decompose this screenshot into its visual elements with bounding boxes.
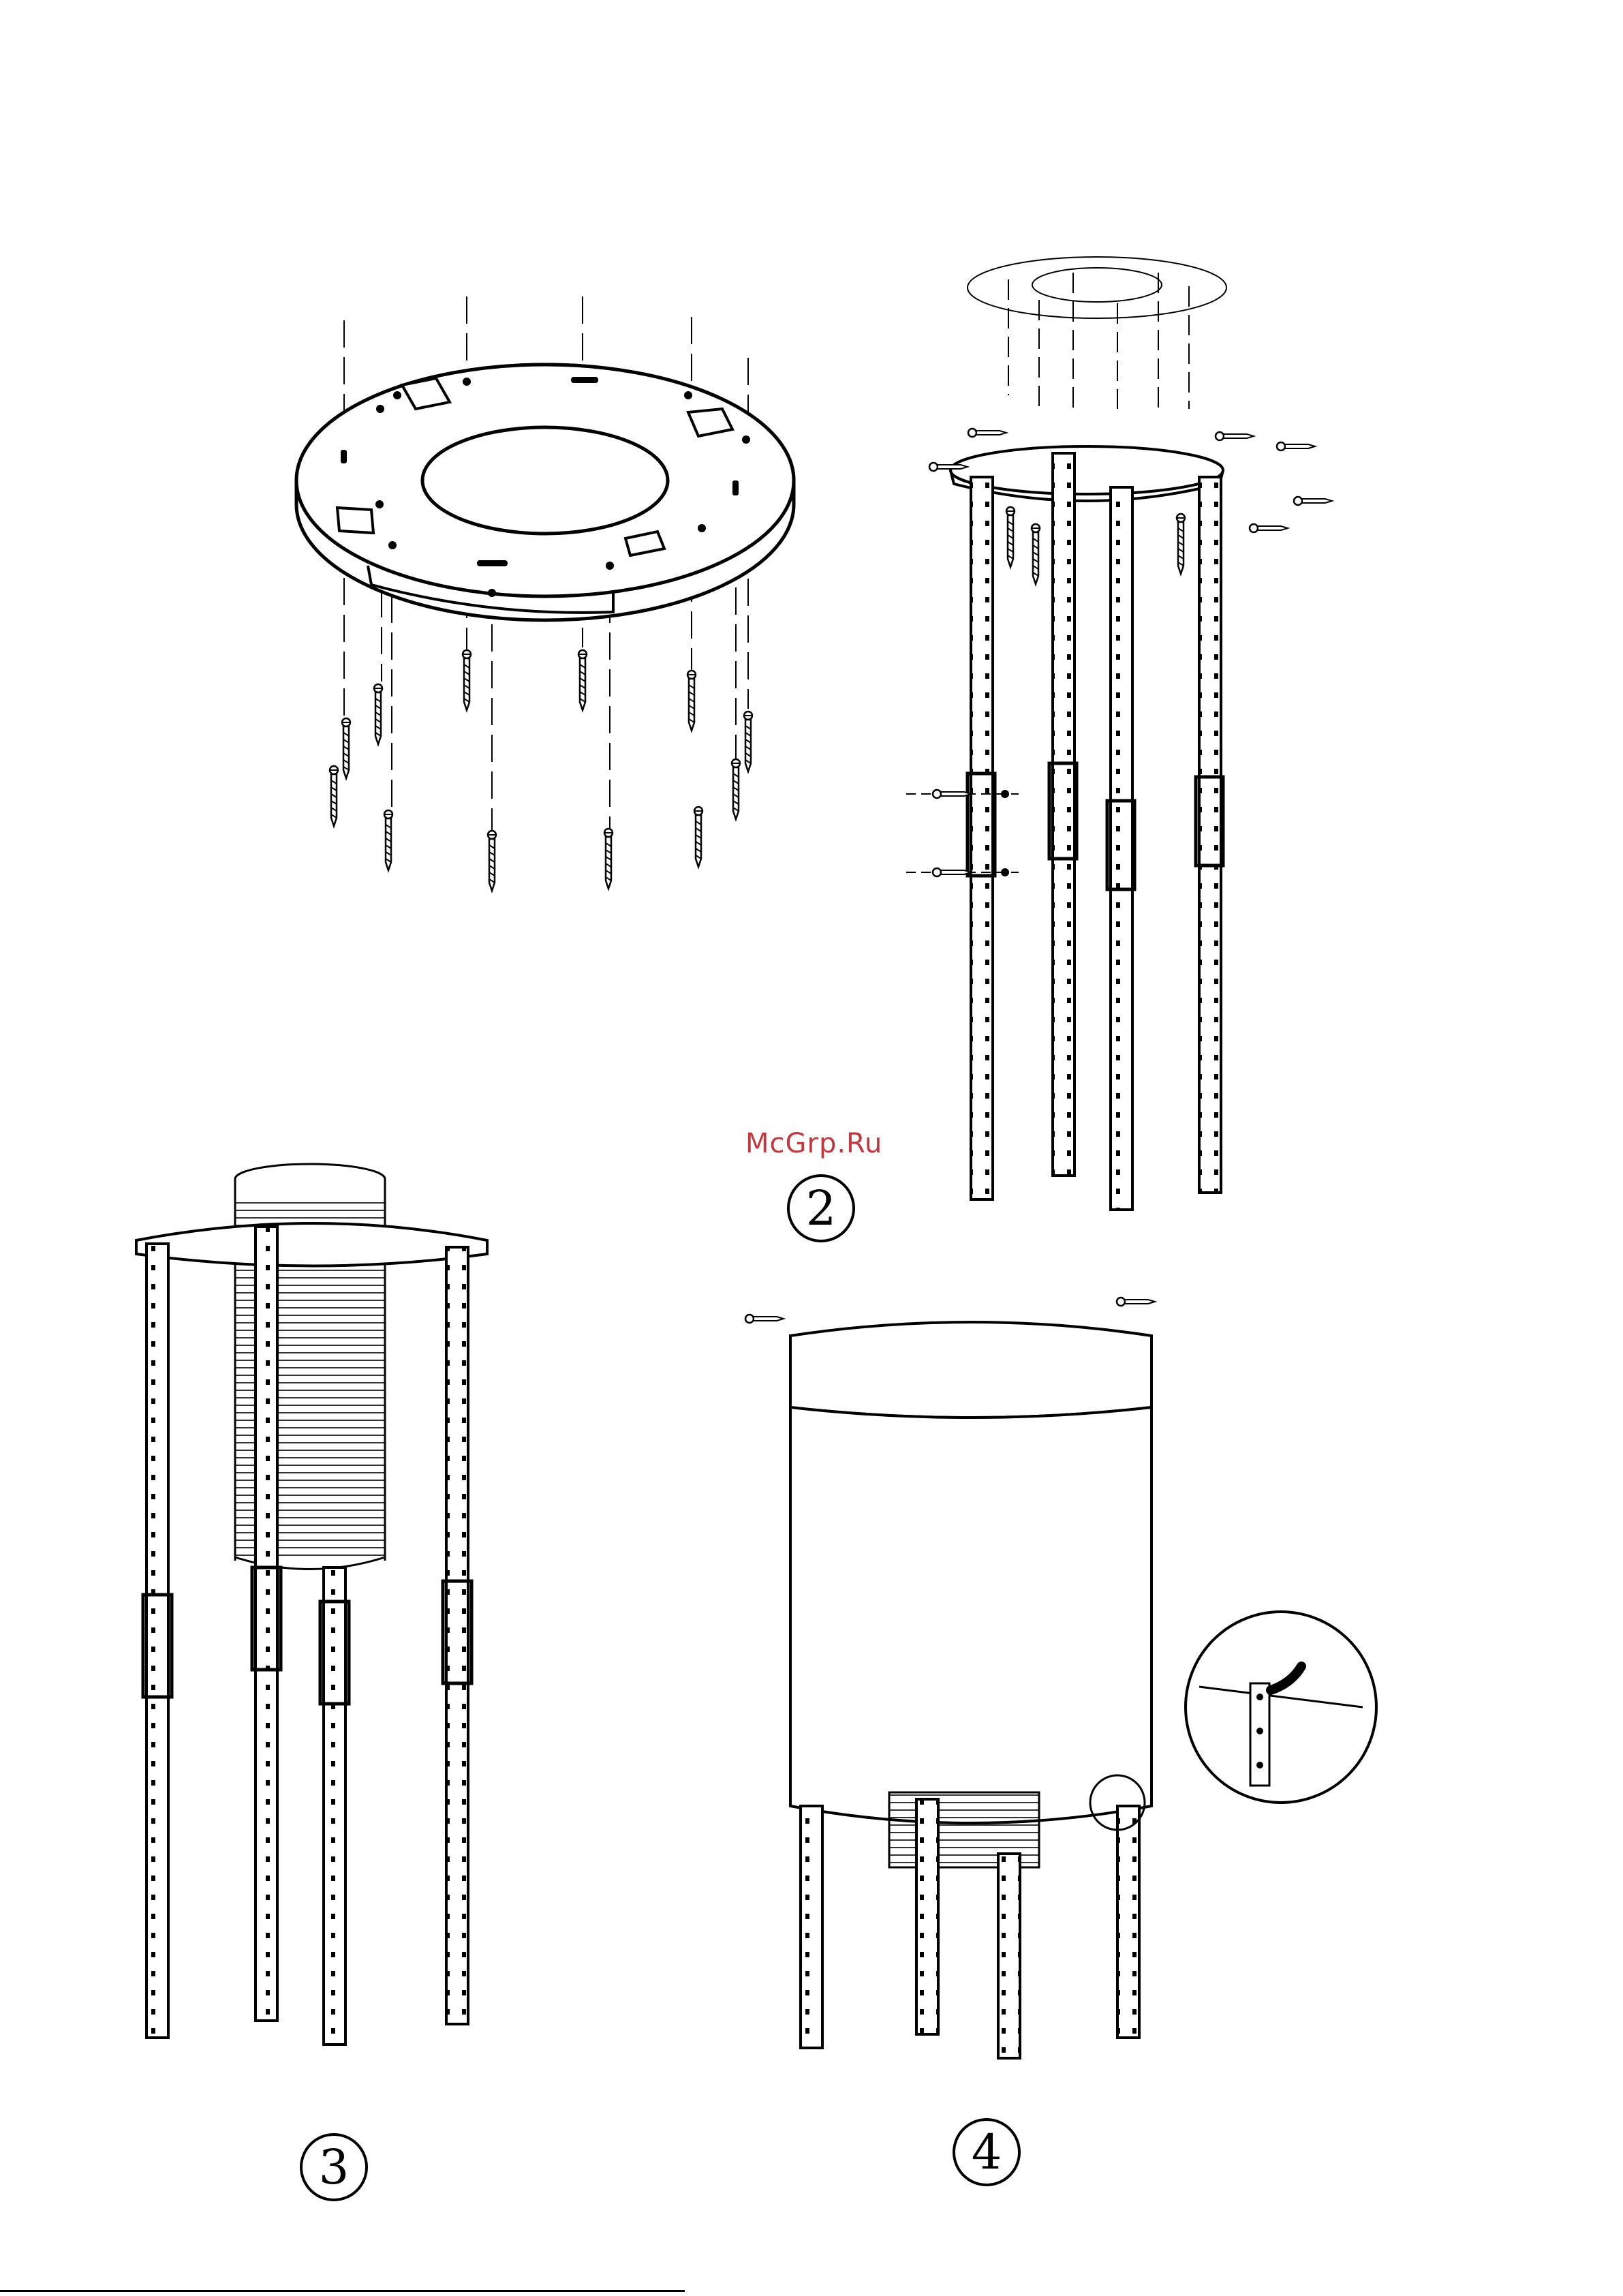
- step-3-label: 3: [300, 2133, 368, 2201]
- bottom-rule: [0, 2290, 685, 2292]
- figure-2: [906, 257, 1332, 1210]
- figure-3: [136, 1164, 487, 2045]
- figure-4: [745, 1298, 1376, 2058]
- step-4-label: 4: [953, 2118, 1021, 2186]
- watermark-text: McGrp.Ru: [745, 1128, 882, 1159]
- step-2-label: 2: [787, 1174, 855, 1242]
- figure-1: [296, 296, 794, 891]
